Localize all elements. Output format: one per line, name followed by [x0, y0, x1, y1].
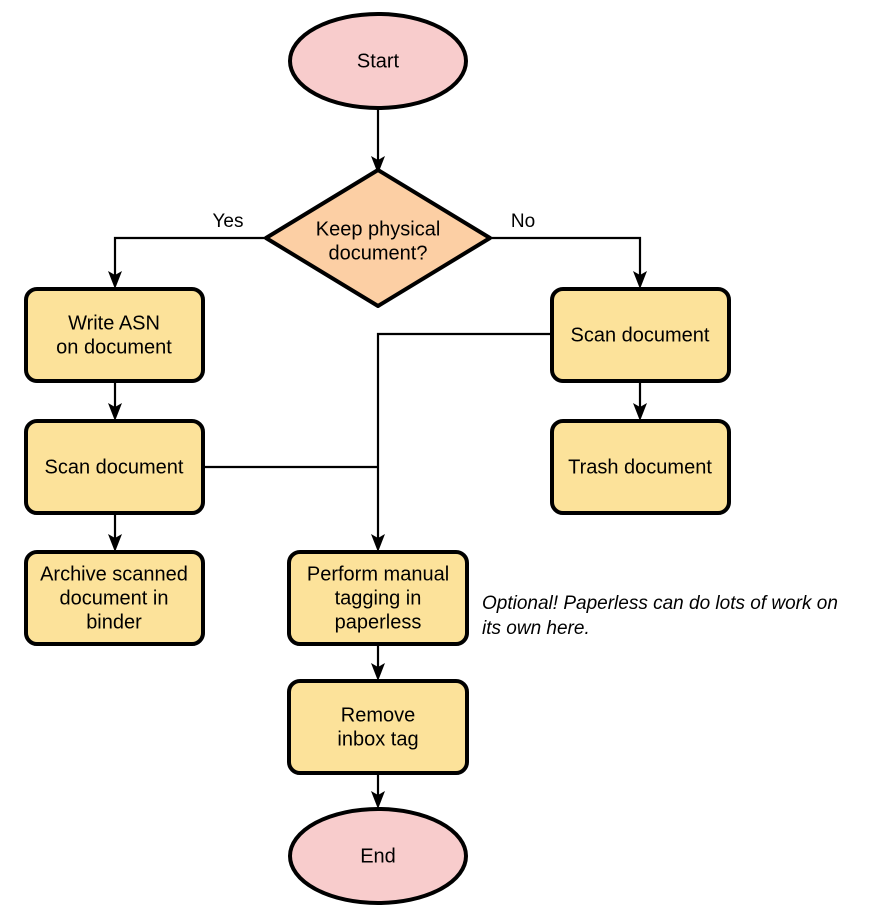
edge-decision-yes-to-write-asn — [108, 236, 266, 289]
node-remove-inbox-shape — [287, 679, 469, 775]
annotation-optional-paperless: Optional! Paperless can do lots of work … — [482, 593, 838, 639]
edge-label-yes: Yes — [213, 211, 244, 232]
node-scan-left-label: Scan document — [45, 456, 184, 478]
node-archive-binder-label-line3: binder — [86, 611, 142, 633]
edge-scan-right-to-tagging — [376, 332, 552, 541]
node-manual-tagging-label-line1: Perform manual — [307, 563, 449, 585]
node-scan-right-shape — [550, 287, 731, 383]
node-write-asn-label-line2: on document — [56, 336, 172, 358]
node-end[interactable]: End — [288, 807, 468, 905]
edge-tagging-to-remove-inbox — [371, 644, 385, 681]
edge-merge-arrowhead — [371, 534, 385, 552]
node-scan-document-right[interactable]: Scan document — [550, 287, 731, 383]
node-decision-keep-physical-document[interactable]: Keep physical document? — [264, 168, 492, 308]
edge-scan-right-to-trash — [633, 381, 647, 421]
node-write-asn-on-document[interactable]: Write ASN on document — [24, 287, 205, 383]
node-decision-label-line2: document? — [329, 242, 428, 264]
node-scan-document-left[interactable]: Scan document — [24, 419, 205, 515]
node-start-shape — [288, 12, 468, 110]
node-manual-tagging-shape — [287, 550, 469, 646]
node-trash-shape — [550, 419, 731, 515]
node-remove-inbox-tag[interactable]: Remove inbox tag — [287, 679, 469, 775]
node-archive-binder-label-line2: document in — [60, 587, 169, 609]
node-scan-right-label: Scan document — [571, 324, 710, 346]
node-start[interactable]: Start — [288, 12, 468, 110]
node-remove-inbox-label-line2: inbox tag — [337, 728, 418, 750]
node-scan-left-shape — [24, 419, 205, 515]
node-manual-tagging-label-line2: tagging in — [335, 587, 422, 609]
node-decision-label-line1: Keep physical — [316, 218, 441, 240]
edge-remove-inbox-to-end — [371, 773, 385, 809]
node-manual-tagging-label-line3: paperless — [335, 611, 422, 633]
node-trash-document[interactable]: Trash document — [550, 419, 731, 515]
node-archive-binder-shape — [24, 550, 205, 646]
edge-write-asn-to-scan-left — [108, 381, 122, 421]
node-write-asn-label-line1: Write ASN — [68, 312, 160, 334]
node-write-asn-shape — [24, 287, 205, 383]
node-perform-manual-tagging[interactable]: Perform manual tagging in paperless — [287, 550, 469, 646]
node-end-label: End — [360, 845, 396, 867]
node-archive-scanned-document-in-binder[interactable]: Archive scanned document in binder — [24, 550, 205, 646]
edge-decision-no-to-scan-right — [490, 236, 647, 289]
node-archive-binder-label-line1: Archive scanned — [40, 563, 188, 585]
node-end-shape — [288, 807, 468, 905]
edge-scan-left-to-archive — [108, 513, 122, 552]
edge-label-no: No — [511, 211, 535, 232]
node-decision-shape — [264, 168, 492, 308]
node-start-label: Start — [357, 50, 400, 72]
node-remove-inbox-label-line1: Remove — [341, 704, 415, 726]
annotation-line2: its own here. — [482, 618, 590, 639]
annotation-line1: Optional! Paperless can do lots of work … — [482, 593, 838, 614]
edge-start-to-decision — [371, 108, 385, 174]
node-trash-label: Trash document — [568, 456, 712, 478]
